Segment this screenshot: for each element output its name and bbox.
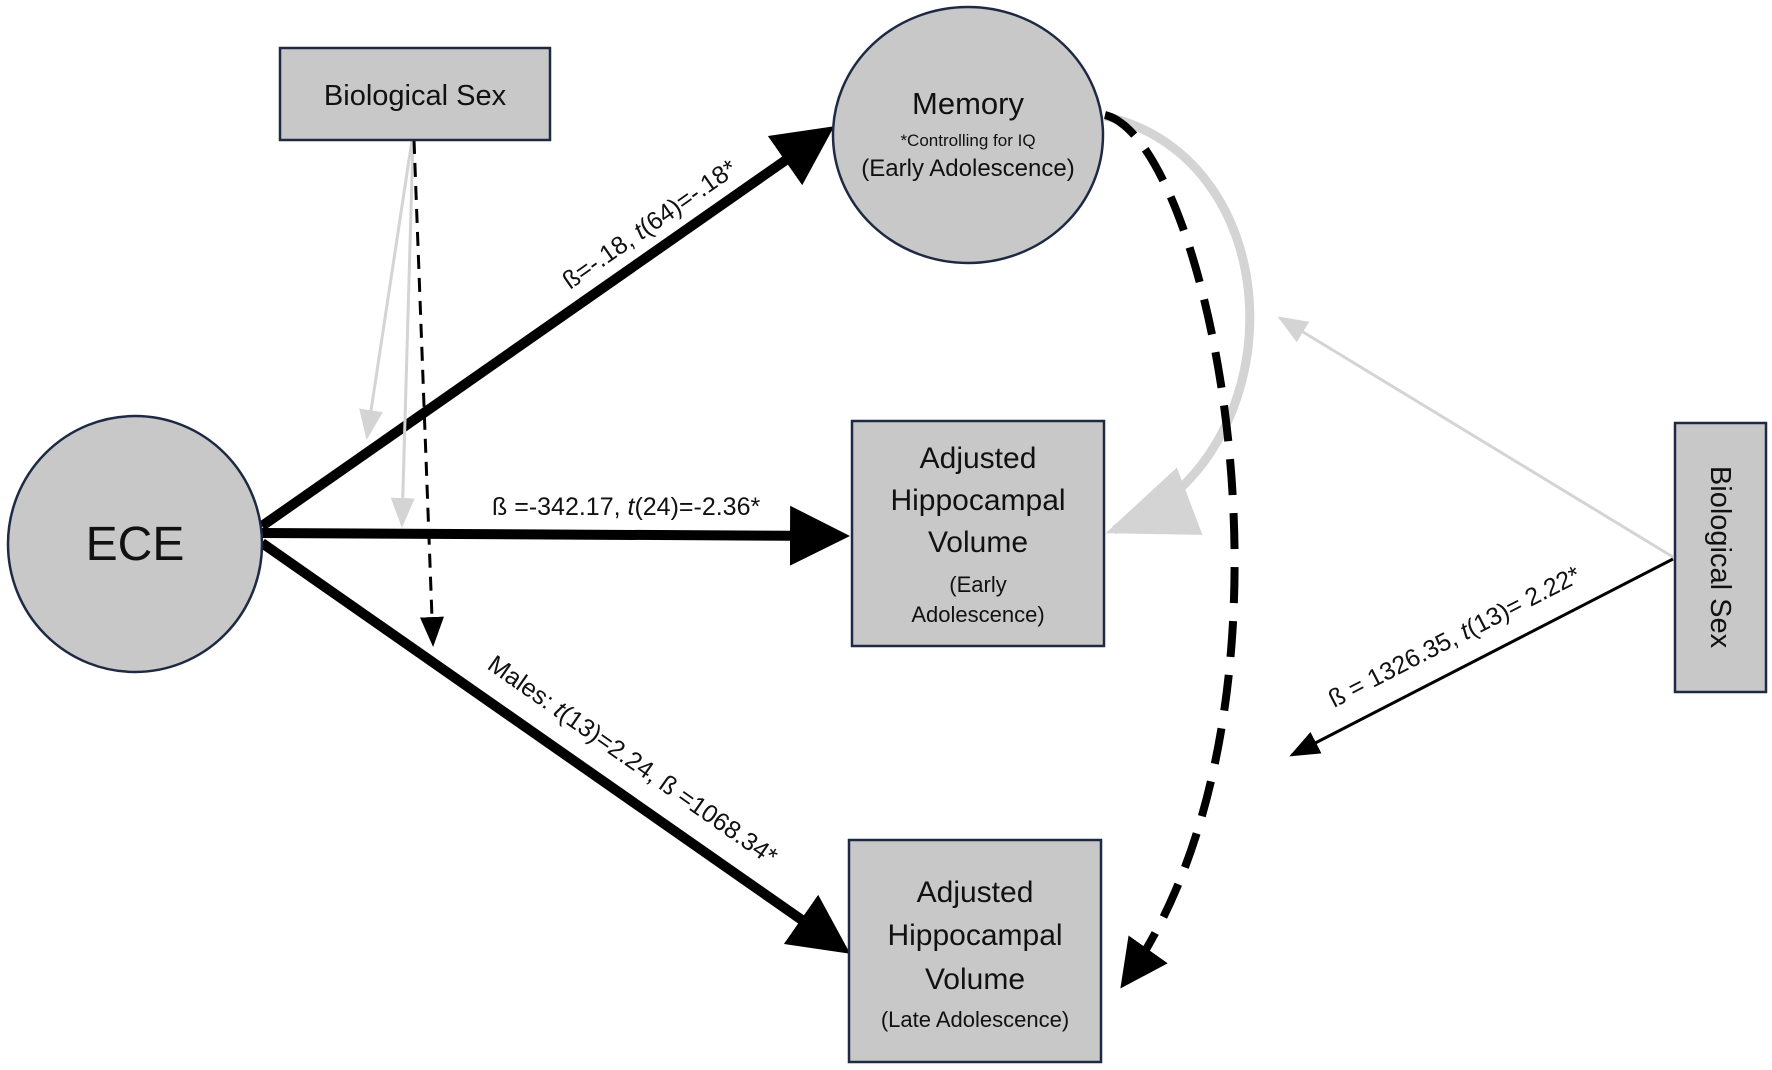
path-sex-top-moderation-2: [390, 139, 415, 528]
node-hippocampus-late-period: (Late Adolescence): [881, 1007, 1069, 1032]
node-hippocampus-early-period2: Adolescence): [911, 602, 1044, 627]
path-ece-hippocampus-early: [261, 505, 850, 566]
node-biological-sex-top-label: Biological Sex: [324, 80, 507, 112]
label-ece-hippocampus-early: ß =-342.17, t(24)=-2.36*: [492, 493, 760, 521]
node-hippocampus-late-line1: Adjusted: [917, 876, 1034, 909]
path-ece-memory: [259, 126, 835, 531]
node-memory-title: Memory: [912, 86, 1024, 121]
path-sex-right-moderation-grey: [1277, 316, 1674, 559]
node-biological-sex-top: Biological Sex: [278, 46, 552, 142]
node-hippocampus-early-period1: (Early: [949, 572, 1006, 597]
node-hippocampus-early: Adjusted Hippocampal Volume (Early Adole…: [850, 419, 1106, 648]
node-hippocampus-late: Adjusted Hippocampal Volume (Late Adoles…: [847, 838, 1103, 1064]
path-memory-hippocampus-late: [1103, 111, 1239, 989]
node-hippocampus-early-line2: Hippocampal: [890, 484, 1065, 517]
node-ece: ECE: [6, 414, 264, 674]
node-hippocampus-early-line1: Adjusted: [920, 442, 1037, 475]
node-memory-note: *Controlling for IQ: [900, 131, 1035, 150]
path-sex-top-moderation-1: [359, 139, 414, 440]
path-sex-right-moderation: [1289, 557, 1674, 757]
node-biological-sex-right: Biological Sex: [1673, 421, 1768, 694]
path-sex-top-moderation-dashed: [412, 139, 444, 647]
node-memory: Memory *Controlling for IQ (Early Adoles…: [831, 5, 1105, 265]
node-ece-label: ECE: [86, 518, 185, 571]
label-ece-memory: ß=-.18, t(64)=-.18*: [557, 154, 742, 295]
path-memory-hippocampus-early: [1103, 111, 1255, 535]
label-ece-hippocampus-late: Males: t(13)=2.24, ß =1068.34*: [483, 650, 783, 871]
node-hippocampus-late-line3: Volume: [925, 963, 1025, 996]
node-memory-period: (Early Adolescence): [861, 155, 1074, 182]
path-ece-hippocampus-late: [259, 538, 851, 954]
label-sex-right-path: ß = 1326.35, t(13)= 2.22*: [1324, 561, 1586, 714]
node-hippocampus-early-line3: Volume: [928, 526, 1028, 559]
node-biological-sex-right-label: Biological Sex: [1704, 466, 1736, 649]
node-hippocampus-late-line2: Hippocampal: [887, 919, 1062, 952]
